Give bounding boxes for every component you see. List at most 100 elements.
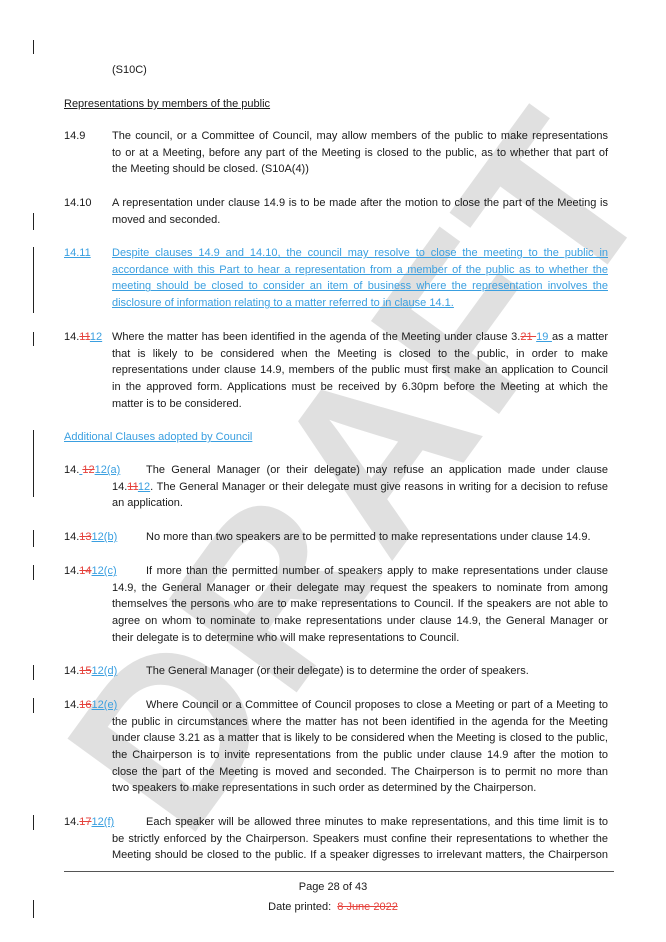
inserted-text: 19 — [536, 331, 552, 343]
clause-line: an application. — [112, 495, 608, 512]
clause-number: 14.1112 — [64, 329, 102, 346]
footer-divider — [64, 871, 614, 872]
clause-12d: 14.1512(d) The General Manager (or their … — [64, 663, 608, 680]
clause-line: The General Manager (or their delegate) … — [112, 462, 608, 479]
inserted-text: 12(a) — [94, 464, 121, 476]
text-run: A representation under clause 14.9 is to… — [112, 197, 608, 209]
text-run: 14.9 — [64, 130, 86, 142]
text-run: be strictly enforced by the Chairperson.… — [112, 832, 608, 845]
change-bar — [33, 698, 34, 713]
change-bar — [33, 565, 34, 580]
inserted-text: 12(e) — [91, 699, 118, 711]
text-run: The General Manager (or their delegate) … — [146, 464, 608, 476]
text-run: to or at a Meeting, before any part of t… — [112, 146, 608, 159]
text-run: disclosure of information relating to a … — [112, 297, 454, 310]
clause-line: representations under clause 14.9, membe… — [112, 362, 608, 379]
clause-line: the public in circumstances where the ma… — [112, 714, 608, 731]
text-run: in the approved form. Applications must … — [112, 381, 608, 394]
text-run: accordance with this Part to hear a repr… — [112, 263, 608, 276]
clause-12b: 14.1312(b) No more than two speakers are … — [64, 529, 608, 546]
text-run: 14. — [64, 816, 80, 828]
deleted-text: 11 — [127, 480, 138, 493]
text-run: 14. — [112, 480, 128, 493]
change-bar — [33, 530, 34, 547]
clause-number: 14.1612(e) — [64, 697, 117, 714]
clause-14-10: 14.10 A representation under clause 14.9 … — [64, 195, 608, 229]
text-run: an application. — [112, 497, 183, 510]
text-run: 14. — [64, 331, 80, 343]
deleted-text: 21 — [520, 331, 537, 343]
text-run: Each speaker will be allowed three minut… — [146, 816, 608, 828]
clause-number: 14.10 — [64, 195, 92, 212]
clause-line: themselves the persons who are to make r… — [112, 596, 608, 613]
text-run: as a matter — [551, 331, 608, 343]
text-run: Where Council or a Committee of Council … — [146, 699, 608, 711]
section-reference: (S10C) — [112, 64, 147, 76]
clause-line: in the approved form. Applications must … — [112, 379, 608, 396]
clause-line: moved and seconded. — [112, 212, 608, 229]
clause-line: be strictly enforced by the Chairperson.… — [112, 831, 608, 848]
clause-12c: 14.1412(c)If more than the permitted num… — [64, 563, 608, 646]
clause-line: Where Council or a Committee of Council … — [112, 697, 608, 714]
clause-14-9: 14.9 The council, or a Committee of Counc… — [64, 128, 608, 178]
text-run: themselves the persons who are to make r… — [112, 598, 608, 611]
text-run: The General Manager (or their delegate) … — [146, 665, 529, 677]
text-run: close the part of the Meeting is moved a… — [112, 765, 608, 778]
text-run: their delegate is to determine who will … — [112, 631, 460, 644]
text-run: agree on whom to nominate to make repres… — [112, 615, 608, 628]
text-run: 14.9, the General Manager or their deleg… — [112, 581, 608, 594]
clause-line: A representation under clause 14.9 is to… — [112, 195, 608, 212]
text-run: The council, or a Committee of Council, … — [112, 130, 608, 142]
text-run: 14. — [64, 565, 80, 577]
date-printed: Date printed: 8 June 2022 — [0, 899, 666, 916]
deleted-text: 15 — [79, 665, 92, 677]
clause-line: If more than the permitted number of spe… — [112, 563, 608, 580]
text-run: No more than two speakers are to be perm… — [146, 531, 591, 543]
inserted-text: 12(d) — [91, 665, 118, 677]
deleted-text: 14 — [79, 565, 92, 577]
change-bar — [33, 213, 34, 230]
clause-line: disclosure of information relating to a … — [112, 295, 608, 312]
clause-line: meeting should be closed to consider an … — [112, 278, 608, 295]
change-bar — [33, 40, 34, 54]
text-run: 14. — [64, 531, 80, 543]
change-bar — [33, 665, 34, 680]
text-run: Despite clauses 14.9 and 14.10, the coun… — [112, 247, 608, 259]
clause-number: 14. 1212(a) — [64, 462, 120, 479]
inserted-text: 12 — [137, 480, 151, 493]
clause-number: 14.1512(d) — [64, 663, 117, 680]
text-run: . The General Manager or their delegate … — [150, 480, 608, 493]
text-run: the public in circumstances where the ma… — [112, 715, 608, 728]
section-heading: Representations by members of the public — [64, 98, 271, 110]
clause-line: that is likely to be considered when the… — [112, 346, 608, 363]
clause-line: to or at a Meeting, before any part of t… — [112, 145, 608, 162]
text-run: matter is to be considered. — [112, 397, 242, 410]
text-run: that is likely to be considered when the… — [112, 347, 608, 360]
clause-line: Each speaker will be allowed three minut… — [112, 814, 608, 831]
clause-line: Meeting should be closed to the public. … — [112, 847, 608, 864]
clause-line: two speakers to make representations in … — [112, 780, 608, 797]
text-run: two speakers to make representations in … — [112, 782, 537, 795]
inserted-text: 12 — [89, 331, 103, 343]
change-bar — [33, 247, 34, 313]
deleted-text: 11 — [79, 331, 90, 343]
clause-number: 14.1712(f) — [64, 814, 114, 831]
clause-line: No more than two speakers are to be perm… — [112, 529, 608, 546]
clause-number: 14.1312(b) — [64, 529, 117, 546]
deleted-text: 13 — [79, 531, 92, 543]
inserted-text: 12(c) — [91, 565, 117, 577]
change-bar — [33, 332, 34, 346]
deleted-text: 17 — [79, 816, 92, 828]
text-run: moved and seconded. — [112, 213, 221, 226]
clause-line: The General Manager (or their delegate) … — [112, 663, 608, 680]
clause-line: close the part of the Meeting is moved a… — [112, 764, 608, 781]
text-run: the Chairperson is to invite representat… — [112, 749, 608, 762]
clause-line: 14.9, the General Manager or their deleg… — [112, 580, 608, 597]
date-printed-label: Date printed: — [268, 901, 332, 913]
inserted-text: 12(f) — [91, 816, 115, 828]
clause-12a: 14. 1212(a)The General Manager (or their… — [64, 462, 608, 512]
text-run: 14. — [64, 699, 80, 711]
clause-line: Despite clauses 14.9 and 14.10, the coun… — [112, 245, 608, 262]
text-run: 14.11 — [64, 247, 91, 259]
